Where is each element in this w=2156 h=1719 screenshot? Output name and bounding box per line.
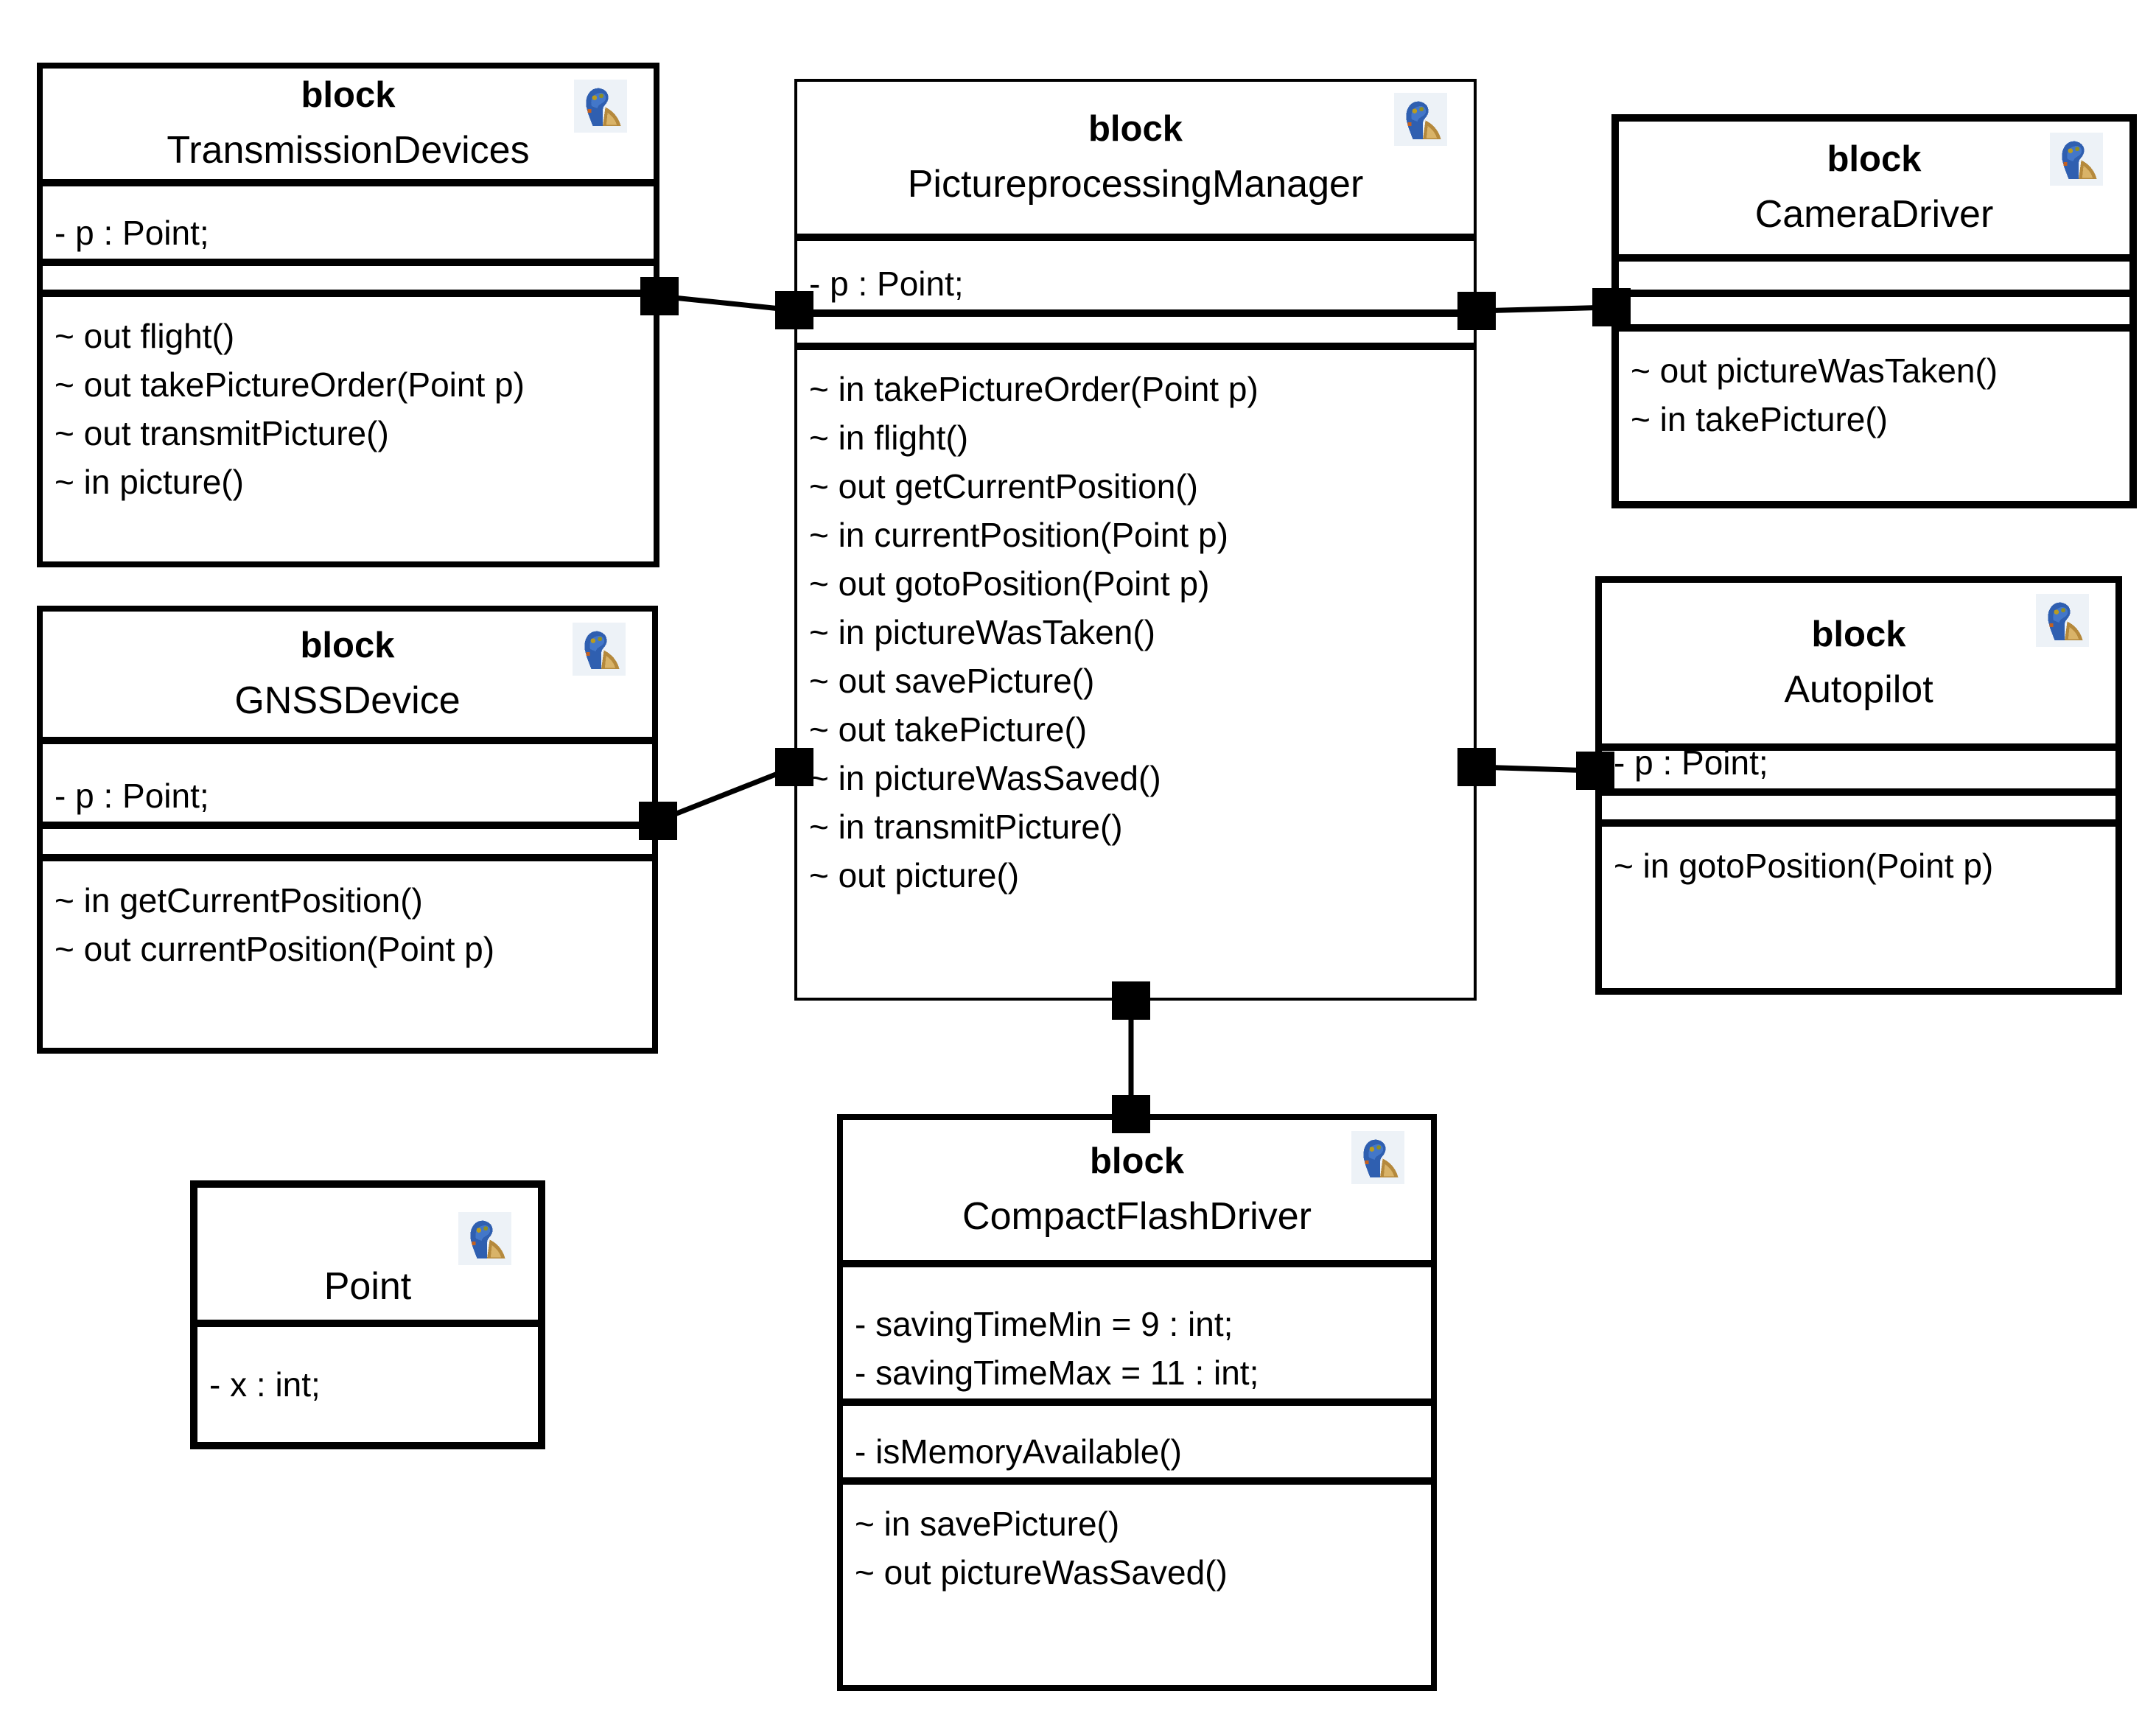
member-line: - x : int; <box>209 1365 321 1404</box>
member-line: ~ out gotoPosition(Point p) <box>809 564 1210 603</box>
connector-PictureprocessingManager-Autopilot[interactable] <box>1476 764 1596 774</box>
member-line: ~ in currentPosition(Point p) <box>809 516 1228 554</box>
member-line: - p : Point; <box>55 214 209 252</box>
mascot-icon <box>458 1211 511 1266</box>
connection-end-square-PictureprocessingManager[interactable] <box>1457 292 1496 330</box>
member-line: ~ in pictureWasTaken() <box>809 613 1155 651</box>
member-line: - savingTimeMin = 9 : int; <box>855 1305 1233 1343</box>
compartment-empty <box>43 259 654 290</box>
compartment-attributes: - savingTimeMin = 9 : int; - savingTimeMa… <box>843 1260 1431 1398</box>
member-line: ~ in takePicture() <box>1631 400 1888 438</box>
member-line: - savingTimeMax = 11 : int; <box>855 1354 1259 1392</box>
compartment-attributes: - p : Point; <box>797 234 1474 309</box>
member-line: - isMemoryAvailable() <box>855 1432 1182 1471</box>
block-stereotype-label: block <box>1827 139 1922 179</box>
connection-end-square-CameraDriver[interactable] <box>1592 288 1631 326</box>
compartment-attributes-empty <box>1619 254 2129 290</box>
block-stereotype-label: block <box>300 626 395 665</box>
compartment-attributes: - p : Point; <box>43 179 654 259</box>
member-line: ~ out takePicture() <box>809 710 1088 749</box>
member-line: - p : Point; <box>55 777 209 815</box>
block-Point[interactable]: Point - x : int; <box>190 1180 545 1449</box>
compartment-operations: ~ in takePictureOrder(Point p) ~ in fligh… <box>797 343 1474 998</box>
block-name: PictureprocessingManager <box>907 163 1364 206</box>
compartment-empty <box>43 822 652 854</box>
mascot-icon <box>2050 132 2103 186</box>
block-name: GNSSDevice <box>234 679 461 722</box>
connection-end-square-PictureprocessingManager[interactable] <box>775 748 813 786</box>
member-line: ~ out savePicture() <box>809 662 1095 700</box>
member-line: ~ out pictureWasSaved() <box>855 1553 1228 1592</box>
connection-end-square-PictureprocessingManager[interactable] <box>1112 981 1150 1020</box>
member-line: ~ in picture() <box>55 463 244 501</box>
mascot-icon <box>2036 593 2089 648</box>
compartment-operations: ~ in gotoPosition(Point p) <box>1602 819 2115 988</box>
member-line: ~ out takePictureOrder(Point p) <box>55 365 525 404</box>
block-header: Point <box>197 1188 538 1320</box>
member-line: ~ out getCurrentPosition() <box>809 467 1198 505</box>
mascot-icon <box>1351 1130 1404 1185</box>
block-stereotype-label: block <box>301 75 396 115</box>
compartment-operations: ~ out flight() ~ out takePictureOrder(Poi… <box>43 290 654 561</box>
connection-end-square-CompactFlashDriver[interactable] <box>1112 1095 1150 1133</box>
mascot-icon <box>1394 92 1447 147</box>
compartment-operations: ~ in getCurrentPosition() ~ out currentPo… <box>43 854 652 1048</box>
connection-end-square-Autopilot[interactable] <box>1576 752 1614 790</box>
member-line: ~ out pictureWasTaken() <box>1631 351 1998 390</box>
block-stereotype-label: block <box>1088 109 1183 149</box>
member-line: ~ in transmitPicture() <box>809 808 1123 846</box>
compartment-operations: ~ out pictureWasTaken() ~ in takePicture(… <box>1619 324 2129 501</box>
member-line: ~ in getCurrentPosition() <box>55 881 423 920</box>
member-line: ~ in savePicture() <box>855 1505 1120 1543</box>
mascot-icon <box>574 79 627 133</box>
block-name: Autopilot <box>1784 668 1933 711</box>
member-line: ~ out picture() <box>809 856 1020 894</box>
member-line: ~ out flight() <box>55 317 235 355</box>
connection-end-square-GNSSDevice[interactable] <box>639 802 677 840</box>
member-line: - p : Point; <box>809 265 964 303</box>
member-line: - p : Point; <box>1614 743 1768 782</box>
compartment-empty <box>797 309 1474 343</box>
member-line: ~ in pictureWasSaved() <box>809 759 1161 797</box>
block-name: CameraDriver <box>1754 193 1994 236</box>
connector-TransmissionDevices-PictureprocessingManager[interactable] <box>659 293 795 313</box>
connector-GNSSDevice-PictureprocessingManager[interactable] <box>657 764 796 824</box>
connection-end-square-PictureprocessingManager[interactable] <box>775 291 813 329</box>
compartment-attributes: - p : Point; <box>1602 743 2115 788</box>
member-line: ~ in gotoPosition(Point p) <box>1614 847 1994 885</box>
member-line: ~ out currentPosition(Point p) <box>55 930 495 968</box>
block-stereotype-label: block <box>1090 1141 1184 1181</box>
mascot-icon <box>573 622 626 676</box>
connector-PictureprocessingManager-CameraDriver[interactable] <box>1476 304 1612 314</box>
compartment-attributes: - p : Point; <box>43 737 652 822</box>
connection-end-square-TransmissionDevices[interactable] <box>640 277 679 315</box>
member-line: ~ out transmitPicture() <box>55 414 389 452</box>
member-line: ~ in flight() <box>809 419 969 457</box>
block-stereotype-label: block <box>1811 615 1906 654</box>
compartment-attributes: - x : int; <box>197 1320 538 1442</box>
compartment-private-operations: - isMemoryAvailable() <box>843 1398 1431 1477</box>
compartment-empty <box>1619 290 2129 324</box>
member-line: ~ in takePictureOrder(Point p) <box>809 370 1259 408</box>
connection-end-square-PictureprocessingManager[interactable] <box>1457 748 1496 786</box>
compartment-empty <box>1602 788 2115 819</box>
block-name: CompactFlashDriver <box>962 1195 1312 1238</box>
compartment-operations: ~ in savePicture() ~ out pictureWasSaved(… <box>843 1477 1431 1685</box>
block-name: Point <box>323 1265 412 1308</box>
block-name: TransmissionDevices <box>167 129 530 172</box>
